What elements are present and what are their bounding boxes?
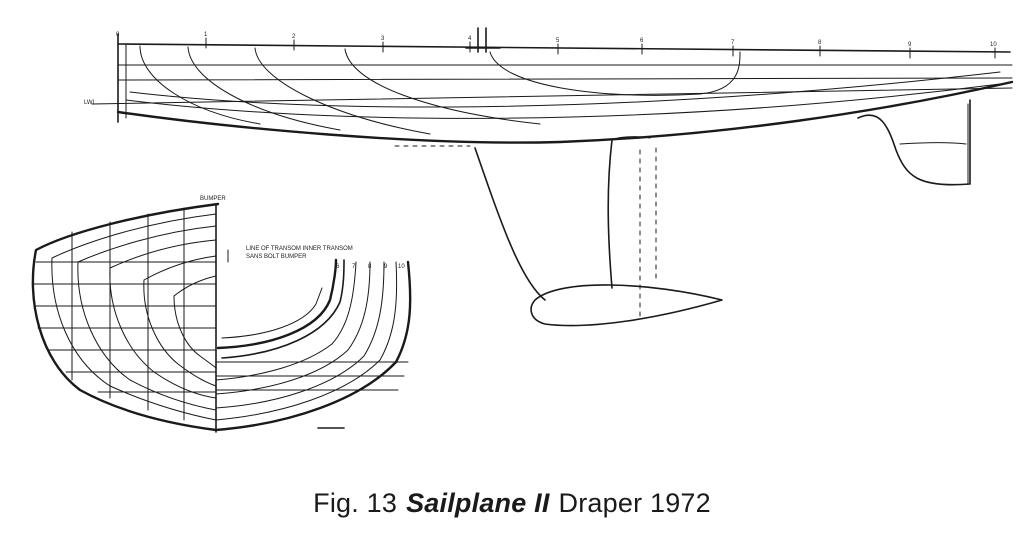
transom-note-1: LINE OF TRANSOM INNER TRANSOM [246, 246, 353, 252]
svg-text:10: 10 [398, 264, 405, 270]
designer-year: Draper 1972 [558, 487, 711, 518]
svg-text:3: 3 [381, 36, 385, 42]
body-plan: BUMPER LINE OF TRANSOM INNER TRANSOM SAN… [31, 196, 412, 433]
lwl-label: LWL [84, 100, 97, 106]
svg-text:0: 0 [116, 32, 120, 38]
svg-text:5: 5 [556, 38, 560, 44]
rudder-detail [899, 142, 967, 145]
transom-note-2: SANS BOLT BUMPER [246, 254, 307, 260]
figure-number: Fig. 13 [313, 487, 398, 518]
keel-root [611, 136, 651, 141]
station-labels: 0 1 2 3 4 5 6 7 8 9 10 [116, 32, 997, 48]
profile-view: 0 1 2 3 4 5 6 7 8 9 10 LWL [84, 27, 1014, 327]
keel-trailing-edge [607, 139, 613, 289]
figure-caption: Fig. 13 Sailplane II Draper 1972 [0, 478, 1024, 528]
bumper-label: BUMPER [200, 196, 226, 202]
buttock-3 [254, 47, 431, 135]
svg-text:6: 6 [640, 38, 644, 44]
sheer-line [117, 43, 1011, 53]
hull-profile [116, 80, 1014, 144]
keel-fin [474, 147, 546, 301]
mast-stub [465, 27, 501, 53]
station-ticks [117, 37, 996, 59]
svg-text:9: 9 [384, 264, 388, 270]
diagonal-1 [129, 71, 1001, 108]
lines-drawing: 0 1 2 3 4 5 6 7 8 9 10 LWL [31, 27, 1014, 433]
body-plan-outline [31, 202, 220, 432]
boat-name: Sailplane II [406, 487, 550, 518]
svg-text:7: 7 [731, 40, 735, 46]
svg-text:4: 4 [468, 36, 472, 42]
svg-text:9: 9 [908, 42, 912, 48]
svg-text:7: 7 [352, 264, 356, 270]
half-breadth-labels: 6 7 8 9 10 [336, 264, 405, 270]
svg-text:8: 8 [368, 264, 372, 270]
svg-text:10: 10 [990, 42, 997, 48]
waterline-2 [117, 77, 1013, 81]
buttock-1 [139, 45, 261, 125]
fwd-sections-outline [214, 260, 412, 432]
lwl-line [91, 87, 1013, 105]
buttock-4 [344, 48, 541, 125]
svg-text:6: 6 [336, 264, 340, 270]
svg-text:8: 8 [818, 40, 822, 46]
keel-bulb [530, 284, 723, 327]
buttock-5 [489, 51, 741, 96]
svg-text:1: 1 [204, 32, 208, 38]
diagonal-2 [125, 83, 1001, 119]
rudder [857, 99, 971, 186]
buttock-2 [187, 46, 341, 131]
transom-bumper [216, 258, 338, 350]
svg-text:2: 2 [292, 34, 296, 40]
